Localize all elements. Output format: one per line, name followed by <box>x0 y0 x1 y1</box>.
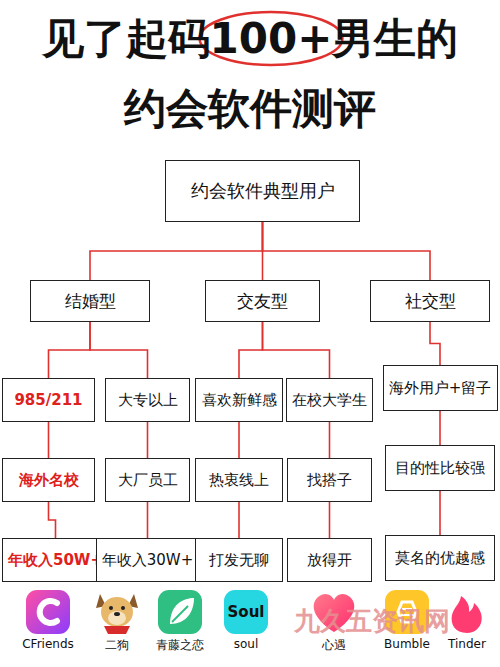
category-box: 交友型 <box>205 280 320 322</box>
app-name: Bumble <box>384 637 430 651</box>
root-box: 约会软件典型用户 <box>165 160 360 222</box>
app-name: 二狗 <box>105 637 129 654</box>
category-box: 结婚型 <box>30 280 150 322</box>
category-box: 热衷线上 <box>195 458 283 502</box>
icon-text: Soul <box>228 603 265 621</box>
box-text: 在校大学生 <box>292 391 367 410</box>
tree-connector <box>49 322 91 378</box>
box-text: 海外用户+留子 <box>389 379 492 398</box>
tree-connector <box>90 222 263 280</box>
tree-connector <box>329 422 331 458</box>
box-text: 大专以上 <box>118 391 178 410</box>
tree-connector <box>263 322 330 378</box>
category-box: 目的性比较强 <box>385 445 495 491</box>
box-text: 社交型 <box>405 290 456 313</box>
box-text: 放得开 <box>307 551 352 570</box>
tree-connector <box>48 422 50 458</box>
cfriends-icon <box>26 590 70 634</box>
tree-connector <box>329 502 331 538</box>
dog-icon <box>96 594 138 634</box>
category-box: 放得开 <box>287 538 372 582</box>
box-text: 大厂员工 <box>118 471 178 490</box>
category-box: 年收入30W+ <box>96 538 200 582</box>
tree-connector <box>90 322 148 378</box>
app-name: CFriends <box>22 637 74 651</box>
tree-connector <box>238 422 240 458</box>
app-name: soul <box>234 637 259 651</box>
category-box: 大厂员工 <box>105 458 190 502</box>
category-box: 打发无聊 <box>195 538 283 582</box>
tree-connector <box>430 322 440 365</box>
tree-connector <box>439 491 441 535</box>
category-box: 喜欢新鲜感 <box>195 378 283 422</box>
app-name: 青藤之恋 <box>156 637 204 654</box>
watermark: 九久五资讯网 <box>294 604 450 639</box>
title: 见了起码100+男生的 约会软件测评 <box>0 4 500 144</box>
category-box: 社交型 <box>370 280 490 322</box>
soul-icon <box>224 590 268 634</box>
box-text: 年收入50W+ <box>8 551 103 570</box>
category-box: 985/211 <box>2 378 95 422</box>
tree-connector <box>238 502 240 538</box>
box-text: 海外名校 <box>19 471 79 490</box>
category-box: 年收入50W+ <box>2 538 109 582</box>
tinder-icon <box>452 596 482 633</box>
tree-connector <box>439 411 441 445</box>
box-text: 约会软件典型用户 <box>191 179 335 203</box>
category-box: 在校大学生 <box>286 378 373 422</box>
box-text: 年收入30W+ <box>102 551 194 570</box>
box-text: 喜欢新鲜感 <box>202 391 277 410</box>
category-box: 大专以上 <box>105 378 190 422</box>
box-text: 莫名的优越感 <box>395 549 485 568</box>
box-text: 结婚型 <box>65 290 116 313</box>
box-text: 找搭子 <box>307 471 352 490</box>
box-text: 热衷线上 <box>209 471 269 490</box>
app-name: 心遇 <box>322 637 346 654</box>
tree-connector <box>263 222 431 280</box>
tree-connector <box>147 422 149 458</box>
leaf-icon <box>158 590 202 634</box>
tree-connector <box>49 502 56 538</box>
box-text: 打发无聊 <box>209 551 269 570</box>
category-box: 莫名的优越感 <box>385 535 495 581</box>
category-box: 找搭子 <box>287 458 372 502</box>
tree-connector <box>147 502 149 538</box>
category-box: 海外名校 <box>2 458 95 502</box>
box-text: 目的性比较强 <box>395 459 485 478</box>
tree-connector <box>239 322 263 378</box>
app-name: Tinder <box>448 637 486 651</box>
box-text: 985/211 <box>14 391 82 409</box>
box-text: 交友型 <box>237 290 288 313</box>
category-box: 海外用户+留子 <box>383 365 498 411</box>
